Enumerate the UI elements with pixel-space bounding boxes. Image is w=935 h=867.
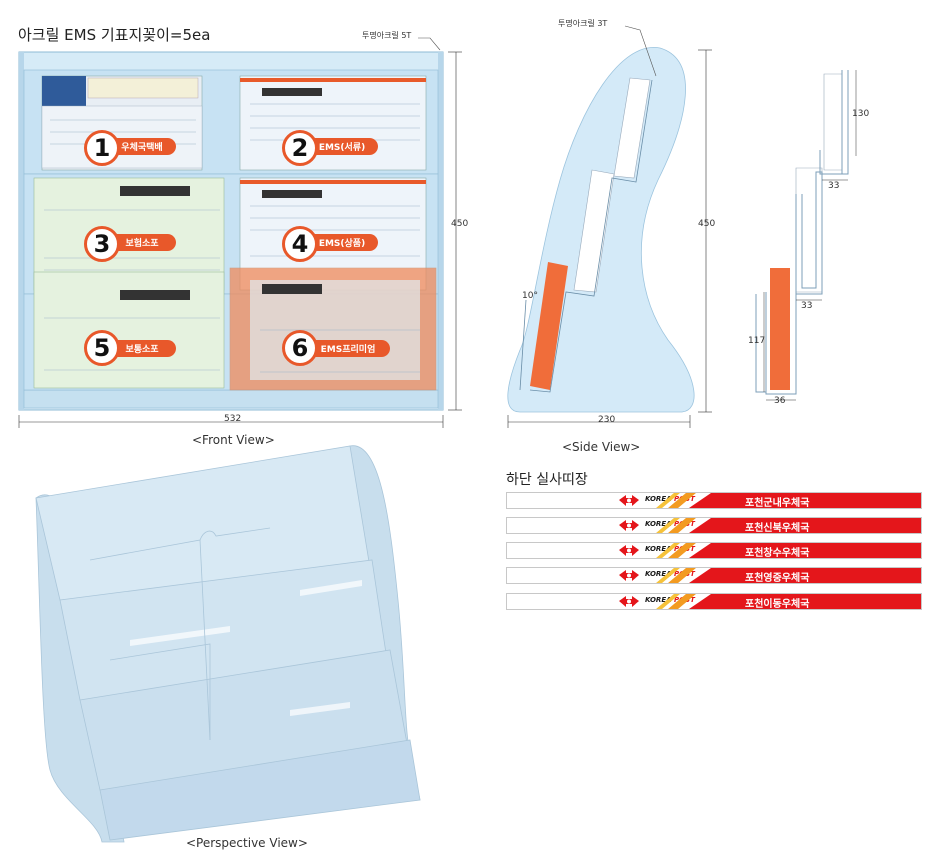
- korea-post-logo-icon: [619, 495, 639, 506]
- band-5-office: 포천이동우체국: [745, 599, 810, 610]
- front-view-drawing: [18, 37, 462, 428]
- section-view-drawing: [755, 70, 857, 401]
- slot-number-6: 6: [282, 330, 318, 366]
- section-top-height-dim: 130: [852, 109, 870, 119]
- band-4-office: 포천영중우체국: [745, 573, 810, 584]
- front-view-caption: <Front View>: [192, 433, 275, 447]
- front-material-note: 투명아크릴 5T: [362, 31, 412, 40]
- side-view-drawing: [507, 25, 712, 428]
- section-mid-depth-dim: 33: [801, 301, 813, 311]
- section-bottom-height-dim: 117: [748, 336, 766, 346]
- band-3-office: 포천창수우체국: [745, 548, 810, 559]
- side-height-dim: 450: [698, 219, 716, 229]
- section-bottom-depth-dim: 36: [774, 396, 786, 406]
- slot-number-3: 3: [84, 226, 120, 262]
- diagram-title: 아크릴 EMS 기표지꽂이=5ea: [18, 26, 211, 44]
- slot-number-5: 5: [84, 330, 120, 366]
- band-3: KOREA POST 포천창수우체국: [506, 542, 922, 559]
- front-height-dim: 450: [451, 219, 469, 229]
- korea-post-logo-icon: [619, 570, 639, 581]
- front-width-dim: 532: [224, 414, 242, 424]
- korea-post-logo-icon: [619, 545, 639, 556]
- bands-heading: 하단 실사띠장: [506, 472, 588, 488]
- band-4: KOREA POST 포천영중우체국: [506, 567, 922, 584]
- slot-number-4: 4: [282, 226, 318, 262]
- band-5: KOREA POST 포천이동우체국: [506, 593, 922, 610]
- side-view-caption: <Side View>: [562, 440, 641, 454]
- band-1: KOREA POST 포천군내우체국: [506, 492, 922, 509]
- band-1-office: 포천군내우체국: [745, 498, 810, 509]
- korea-post-logo-icon: [619, 596, 639, 607]
- perspective-view-drawing: [35, 445, 421, 843]
- perspective-view-caption: <Perspective View>: [186, 836, 308, 850]
- side-width-dim: 230: [598, 415, 616, 425]
- section-top-depth-dim: 33: [828, 181, 840, 191]
- side-material-note: 투명아크릴 3T: [558, 19, 608, 28]
- band-2-office: 포천신북우체국: [745, 523, 810, 534]
- slot-number-2: 2: [282, 130, 318, 166]
- slot-number-1: 1: [84, 130, 120, 166]
- korea-post-logo-icon: [619, 520, 639, 531]
- band-2: KOREA POST 포천신북우체국: [506, 517, 922, 534]
- side-angle-label: 10°: [522, 291, 538, 301]
